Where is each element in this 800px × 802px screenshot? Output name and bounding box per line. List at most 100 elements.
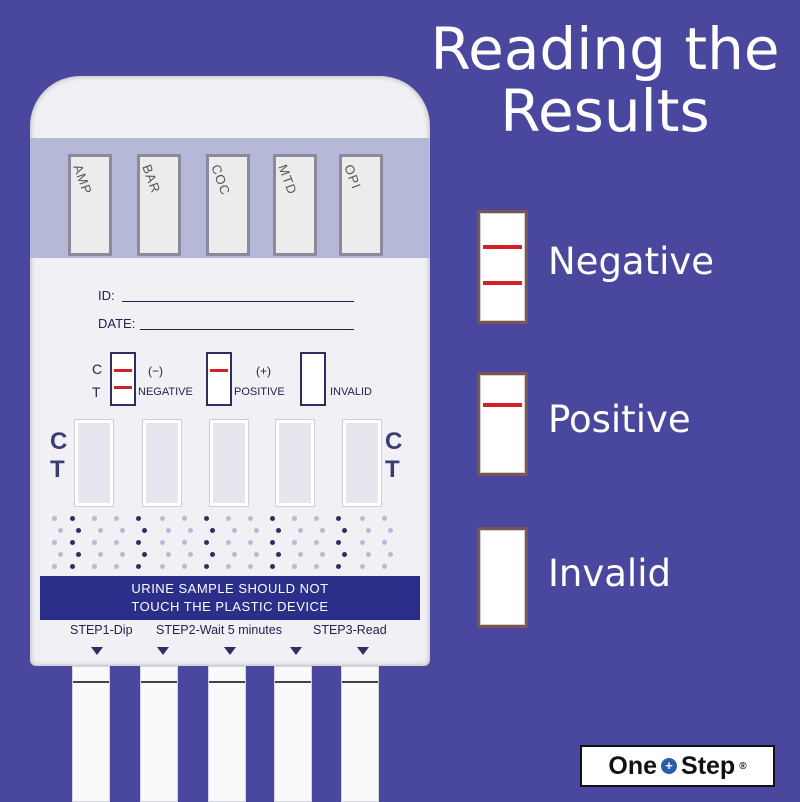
pattern-dot (360, 564, 365, 569)
pattern-dot (298, 528, 303, 533)
drug-window: AMP (68, 154, 112, 256)
pattern-dot (320, 528, 325, 533)
pattern-dot (58, 552, 63, 557)
key-positive-symbol: (+) (256, 364, 271, 378)
pattern-dot (270, 516, 275, 521)
dip-strip (341, 666, 379, 802)
pattern-dot (314, 564, 319, 569)
pattern-dot (58, 528, 63, 533)
warning-line-1: URINE SAMPLE SHOULD NOT (131, 581, 329, 596)
logo-text-one: One (608, 751, 658, 780)
arrow-down-icon (91, 647, 103, 655)
pattern-dot (70, 516, 75, 521)
legend-invalid-label: Invalid (548, 552, 671, 595)
pattern-dot (276, 552, 281, 557)
invalid-example-icon (477, 527, 528, 628)
key-invalid-box (300, 352, 326, 406)
pattern-dot (52, 564, 57, 569)
pattern-dot (136, 540, 141, 545)
pattern-dot (114, 564, 119, 569)
id-label: ID: (98, 288, 115, 303)
pattern-dot (366, 528, 371, 533)
pattern-dot (226, 564, 231, 569)
key-invalid-label: INVALID (330, 386, 372, 398)
pattern-dot (254, 552, 259, 557)
pattern-dot (204, 540, 209, 545)
pattern-dot (292, 540, 297, 545)
pattern-dot (76, 528, 81, 533)
pattern-dot (182, 516, 187, 521)
dip-strip (72, 666, 110, 802)
pattern-dot (382, 516, 387, 521)
negative-example-icon (477, 210, 528, 324)
positive-example-icon (477, 372, 528, 476)
pattern-dot (248, 564, 253, 569)
pattern-dot (292, 564, 297, 569)
legend-negative-label: Negative (548, 240, 715, 283)
pattern-dot (70, 564, 75, 569)
pattern-dot (166, 528, 171, 533)
warning-banner: URINE SAMPLE SHOULD NOT TOUCH THE PLASTI… (40, 576, 420, 620)
step3-label: STEP3-Read (313, 623, 387, 637)
pattern-dot (382, 564, 387, 569)
test-line (483, 281, 522, 285)
pattern-dot (114, 540, 119, 545)
pattern-dot (226, 540, 231, 545)
pattern-dot (292, 516, 297, 521)
arrow-down-icon (157, 647, 169, 655)
plus-icon: + (661, 758, 678, 774)
ct-left-label: C T (50, 428, 68, 483)
key-t-label: T (92, 384, 101, 400)
pattern-dot (336, 540, 341, 545)
pattern-dot (136, 564, 141, 569)
title-line-2: Results (500, 77, 710, 145)
step1-label: STEP1-Dip (70, 623, 133, 637)
ct-right-label: C T (385, 428, 403, 483)
title-line-1: Reading the (430, 15, 780, 83)
drug-window: BAR (137, 154, 181, 256)
pattern-dot (270, 540, 275, 545)
pattern-dot (314, 540, 319, 545)
warning-line-2: TOUCH THE PLASTIC DEVICE (131, 599, 329, 614)
arrow-down-icon (224, 647, 236, 655)
pattern-dot (136, 516, 141, 521)
control-line (483, 403, 522, 407)
result-slot (143, 420, 181, 506)
pattern-dot (114, 516, 119, 521)
pattern-dot (336, 516, 341, 521)
pattern-dot (76, 552, 81, 557)
key-negative-symbol: (−) (148, 364, 163, 378)
pattern-dot (210, 552, 215, 557)
registered-mark: ® (739, 760, 747, 772)
pattern-dot (120, 552, 125, 557)
pattern-dot (52, 516, 57, 521)
step2-label: STEP2-Wait 5 minutes (156, 623, 282, 637)
key-c-label: C (92, 361, 103, 377)
pattern-dot (248, 516, 253, 521)
pattern-dot (204, 516, 209, 521)
pattern-dot (360, 540, 365, 545)
pattern-dot (336, 564, 341, 569)
key-negative-label: NEGATIVE (138, 386, 193, 398)
pattern-dot (226, 516, 231, 521)
pattern-dot (142, 552, 147, 557)
pattern-dot (248, 540, 253, 545)
drug-window: COC (206, 154, 250, 256)
key-positive-box (206, 352, 232, 406)
legend-positive-label: Positive (548, 398, 691, 441)
pattern-dot (276, 528, 281, 533)
pattern-dot (298, 552, 303, 557)
logo-text-step: Step (681, 751, 736, 780)
dip-strip (140, 666, 178, 802)
pattern-dot (160, 516, 165, 521)
pattern-dot (388, 552, 393, 557)
pattern-dot (210, 528, 215, 533)
pattern-dot (232, 528, 237, 533)
result-slot (210, 420, 248, 506)
result-slot (276, 420, 314, 506)
pattern-dot (388, 528, 393, 533)
one-step-logo: One + Step® (580, 745, 775, 787)
pattern-dot (166, 552, 171, 557)
pattern-dot (382, 540, 387, 545)
pattern-dot (160, 540, 165, 545)
